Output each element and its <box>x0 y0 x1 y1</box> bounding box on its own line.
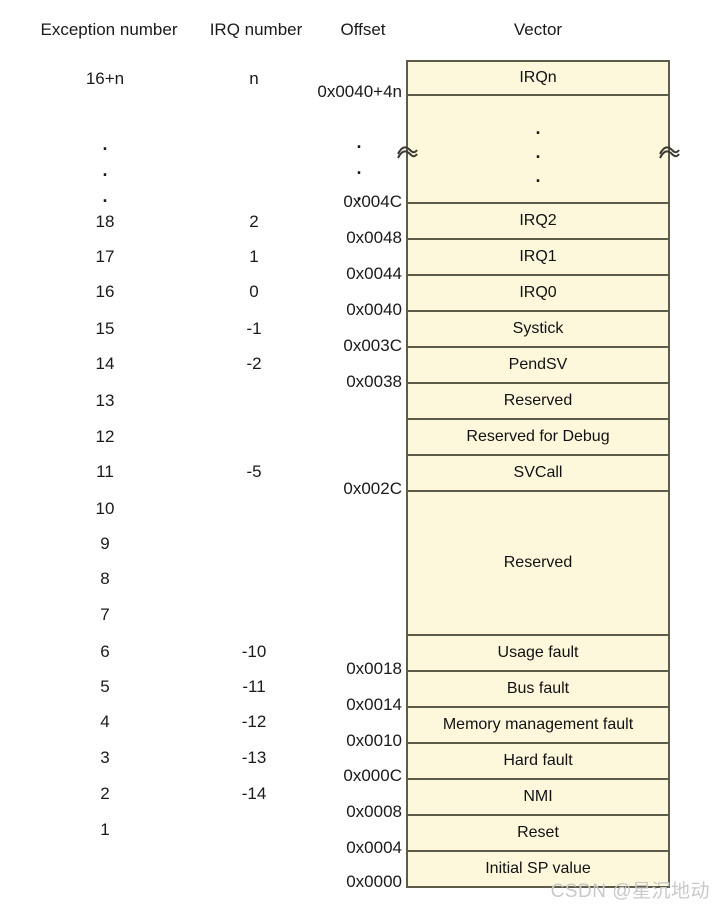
vector-cell-label: Initial SP value <box>485 860 591 877</box>
exception-number-cell: 17 <box>95 247 115 266</box>
column-header-vector: Vector <box>513 20 563 39</box>
irq-number-cell: -2 <box>246 354 262 373</box>
vector-cell-label: SVCall <box>513 464 563 481</box>
exception-number-cell: 18 <box>95 212 115 231</box>
vector-cell-label: Reserved <box>503 392 573 409</box>
exception-number-cell: 8 <box>100 569 110 588</box>
exception-number-cell: 11 <box>96 462 114 481</box>
vector-ellipsis-dots: . <box>534 134 542 164</box>
exception-number-cell: 12 <box>95 427 115 446</box>
vector-cell-label: IRQ2 <box>519 212 557 229</box>
offset-cell: 0x0010 <box>346 731 402 750</box>
offset-cell: 0x002C <box>343 479 402 498</box>
offset-cell: 0x0040 <box>346 300 402 319</box>
exception-number-cell: 9 <box>100 534 110 553</box>
irq-number-cell: 1 <box>249 247 259 266</box>
offset-cell: 0x0044 <box>346 264 402 283</box>
vector-cell-irq0: IRQ0 <box>406 276 670 312</box>
vector-cell-systick: Systick <box>406 312 670 348</box>
vector-cell-usage-fault: Usage fault <box>406 636 670 672</box>
exception-number-cell: 16+n <box>85 69 125 88</box>
irq-number-cell: -11 <box>242 677 266 696</box>
vector-cell-reserved: Reserved <box>406 384 670 420</box>
vector-table: IRQn . . . IRQ2 IRQ1 IRQ0 Systick PendSV <box>397 60 680 888</box>
offset-cell: 0x0004 <box>346 838 402 857</box>
irq-number-cell: n <box>249 69 259 88</box>
vector-ellipsis-dots: . <box>534 110 542 140</box>
irq-number-cell: -5 <box>246 462 262 481</box>
vector-cell-label: Memory management fault <box>442 716 634 733</box>
vector-cell-label: IRQn <box>519 69 557 86</box>
vector-cell-label: Reset <box>517 824 559 841</box>
vector-cell-label: PendSV <box>508 356 568 373</box>
exception-number-cell: 13 <box>95 391 115 410</box>
vector-cell-label: Systick <box>512 320 564 337</box>
offset-cell: 0x004C <box>343 192 402 211</box>
vector-cell-label: Reserved for Debug <box>466 428 610 445</box>
irq-number-cell: -1 <box>246 319 262 338</box>
irq-number-cell: -10 <box>241 642 267 661</box>
vector-cell-reserved-for-debug: Reserved for Debug <box>406 420 670 456</box>
exception-number-cell: 14 <box>95 354 115 373</box>
vector-cell-reset: Reset <box>406 816 670 852</box>
watermark-text: CSDN @星沉地动 <box>550 881 710 902</box>
exception-number-cell: 3 <box>100 748 110 767</box>
column-header-offset: Offset <box>340 20 386 39</box>
exception-number-cell: 6 <box>100 642 110 661</box>
exception-number-cell: 10 <box>95 499 115 518</box>
exception-number-cell: 5 <box>100 677 110 696</box>
vector-cell-label: Hard fault <box>503 752 573 769</box>
offset-cell: 0x0008 <box>346 802 402 821</box>
vector-cell-ellipsis: . . . <box>406 96 670 204</box>
irq-number-cell: -14 <box>241 784 267 803</box>
offset-cell: 0x0040+4n <box>317 82 402 101</box>
column-header-irq-number: IRQ number <box>209 20 303 39</box>
vector-cell-nmi: NMI <box>406 780 670 816</box>
offset-cell: 0x0018 <box>346 659 402 678</box>
offset-cell: 0x0014 <box>346 695 402 714</box>
column-header-exception-number: Exception number <box>40 20 178 39</box>
vector-cell-label: IRQ0 <box>519 284 557 301</box>
vector-cell-label: Usage fault <box>497 644 579 661</box>
vector-cell-reserved-block: Reserved <box>406 492 670 636</box>
vector-cell-label: Reserved <box>503 554 573 571</box>
irq-number-cell: -12 <box>241 712 267 731</box>
offset-ellipsis: ... <box>355 124 363 206</box>
vector-cell-svcall: SVCall <box>406 456 670 492</box>
offset-cell: 0x0000 <box>346 872 402 891</box>
exception-number-ellipsis: ... <box>101 126 109 208</box>
vector-cell-irq1: IRQ1 <box>406 240 670 276</box>
vector-cell-label: IRQ1 <box>519 248 557 265</box>
vector-cell-label: NMI <box>523 788 553 805</box>
offset-cell: 0x003C <box>343 336 402 355</box>
vector-cell-irq2: IRQ2 <box>406 204 670 240</box>
vector-cell-initial-sp-value: Initial SP value <box>406 852 670 888</box>
offset-cell: 0x0048 <box>346 228 402 247</box>
irq-number-cell: 0 <box>249 282 259 301</box>
exception-number-cell: 15 <box>95 319 115 338</box>
vector-cell-bus-fault: Bus fault <box>406 672 670 708</box>
exception-number-cell: 4 <box>100 712 110 731</box>
irq-number-cell: 2 <box>249 212 259 231</box>
exception-number-cell: 1 <box>100 820 110 839</box>
offset-cell: 0x000C <box>343 766 402 785</box>
offset-cell: 0x0038 <box>346 372 402 391</box>
vector-cell-memory-management-fault: Memory management fault <box>406 708 670 744</box>
vector-cell-label: Bus fault <box>506 680 570 697</box>
exception-number-cell: 16 <box>95 282 115 301</box>
exception-number-cell: 7 <box>100 605 110 624</box>
vector-ellipsis-dots: . <box>534 158 542 188</box>
vector-cell-pendsv: PendSV <box>406 348 670 384</box>
irq-number-cell: -13 <box>241 748 267 767</box>
exception-number-cell: 2 <box>100 784 110 803</box>
vector-cell-hard-fault: Hard fault <box>406 744 670 780</box>
vector-cell-irqn: IRQn <box>406 60 670 96</box>
